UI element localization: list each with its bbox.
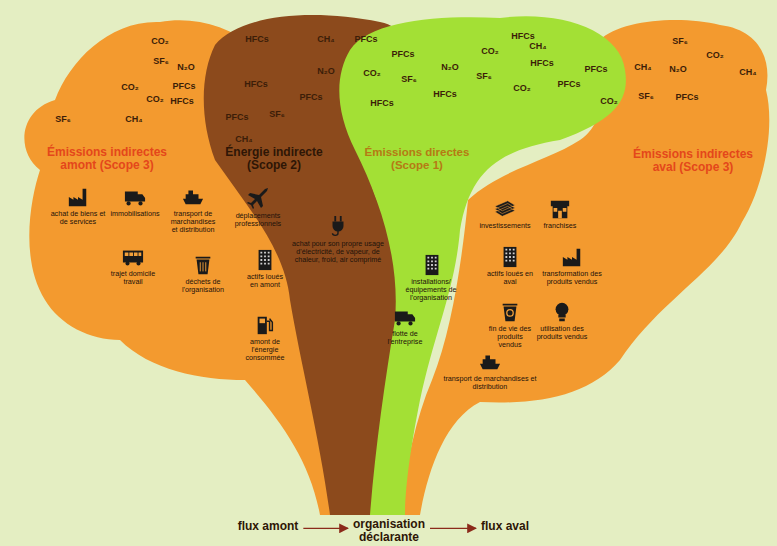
gas-label: HFCs xyxy=(167,96,197,106)
gas-label: CO₂ xyxy=(475,46,505,56)
gas-label: N₂O xyxy=(171,62,201,72)
icon-caption: flotte de l'entreprise xyxy=(381,330,429,346)
flow-step: organisation déclarante xyxy=(343,518,435,545)
icon-caption: achat pour son propre usage d'électricit… xyxy=(291,240,386,264)
icon-caption: investissements xyxy=(476,222,534,230)
gas-label: HFCs xyxy=(508,31,538,41)
gas-label: SF₆ xyxy=(146,56,176,66)
gas-label: N₂O xyxy=(435,62,465,72)
pump-icon xyxy=(258,317,273,334)
recycle-icon xyxy=(503,304,518,321)
gas-label: PFCs xyxy=(222,112,252,122)
gas-label: N₂O xyxy=(663,64,693,74)
gas-label: PFCs xyxy=(388,49,418,59)
gas-label: CO₂ xyxy=(700,50,730,60)
gas-label: HFCs xyxy=(242,34,272,44)
bin-icon xyxy=(196,257,211,274)
gas-label: SF₆ xyxy=(262,109,292,119)
building-icon xyxy=(426,255,439,275)
gas-label: CO₂ xyxy=(594,96,624,106)
node-text: flux amont xyxy=(228,520,308,533)
gas-label: CH₄ xyxy=(119,114,149,124)
bus-icon xyxy=(123,251,143,266)
node-text: Émissions directes (Scope 1) xyxy=(359,146,475,172)
gas-label: CO₂ xyxy=(357,68,387,78)
plug-icon xyxy=(333,216,344,235)
scope-heading: Émissions indirectes aval (Scope 3) xyxy=(631,148,755,175)
factory-icon xyxy=(563,249,580,266)
factory-icon xyxy=(69,189,86,206)
gas-label: SF₆ xyxy=(631,91,661,101)
icon-caption: installations/ équipements de l'organisa… xyxy=(395,278,467,302)
flow-arrow xyxy=(303,528,348,529)
gas-label: HFCs xyxy=(241,79,271,89)
icon-caption: déplacements professionnels xyxy=(229,212,287,228)
scope-heading: Émissions indirectes amont (Scope 3) xyxy=(41,146,173,173)
gas-label: CH₄ xyxy=(733,67,763,77)
gas-label: PFCs xyxy=(296,92,326,102)
icon-caption: déchets de l'organisation xyxy=(175,278,231,294)
gas-label: CH₄ xyxy=(523,41,553,51)
node-text: flux aval xyxy=(470,520,540,533)
icons xyxy=(69,188,580,369)
gas-label: CO₂ xyxy=(145,36,175,46)
green-crown xyxy=(339,16,626,515)
icon-caption: actifs loués en amont xyxy=(244,273,286,289)
building-icon xyxy=(504,247,517,267)
icon-caption: amont de l'énergie consommée xyxy=(239,338,291,362)
gas-label: CH₄ xyxy=(229,134,259,144)
icon-caption: transport de marchandises et distributio… xyxy=(167,210,219,234)
node-text: Énergie indirecte (Scope 2) xyxy=(218,146,330,173)
icon-caption: achat de biens et de services xyxy=(50,210,106,226)
bulb-icon xyxy=(556,303,569,321)
scope-heading: Émissions directes (Scope 1) xyxy=(359,146,475,172)
gas-label: PFCs xyxy=(672,92,702,102)
gas-label: PFCs xyxy=(581,64,611,74)
building-icon xyxy=(259,250,272,270)
gas-label: PFCs xyxy=(169,81,199,91)
truck-icon xyxy=(395,312,415,326)
gas-label: PFCs xyxy=(554,79,584,89)
gas-label: SF₆ xyxy=(48,114,78,124)
plane-icon xyxy=(247,188,268,209)
gas-label: PFCs xyxy=(351,34,381,44)
node-text: Émissions indirectes aval (Scope 3) xyxy=(631,148,755,175)
gas-label: HFCs xyxy=(367,98,397,108)
shop-icon xyxy=(551,201,569,218)
flow-arrow xyxy=(430,528,476,529)
gas-label: SF₆ xyxy=(665,36,695,46)
gas-label: HFCs xyxy=(527,58,557,68)
icon-caption: immobilisations xyxy=(107,210,163,218)
icon-caption: franchises xyxy=(537,222,583,230)
ship-icon xyxy=(183,191,203,205)
icon-caption: transformation des produits vendus xyxy=(537,270,607,286)
truck-icon xyxy=(125,192,145,206)
money-icon xyxy=(495,201,515,217)
flow-step: flux amont xyxy=(228,520,308,533)
node-text: organisation déclarante xyxy=(343,518,435,545)
flow-step: flux aval xyxy=(470,520,540,533)
icon-caption: utilisation des produits vendus xyxy=(536,325,588,341)
gas-label: CH₄ xyxy=(311,34,341,44)
icon-caption: actifs loués en aval xyxy=(487,270,533,286)
gas-label: SF₆ xyxy=(469,71,499,81)
gas-label: SF₆ xyxy=(394,74,424,84)
gas-label: CO₂ xyxy=(507,83,537,93)
ship-icon xyxy=(480,356,500,370)
icon-caption: trajet domicile travail xyxy=(103,270,163,286)
gas-label: CO₂ xyxy=(140,94,170,104)
gas-label: CO₂ xyxy=(115,82,145,92)
scope-heading: Énergie indirecte (Scope 2) xyxy=(218,146,330,173)
gas-label: CH₄ xyxy=(628,62,658,72)
gas-label: N₂O xyxy=(311,66,341,76)
icon-caption: fin de vie des produits vendus xyxy=(486,325,534,349)
gas-label: HFCs xyxy=(430,89,460,99)
node-text: Émissions indirectes amont (Scope 3) xyxy=(41,146,173,173)
icon-caption: transport de marchandises et distributio… xyxy=(442,375,538,391)
